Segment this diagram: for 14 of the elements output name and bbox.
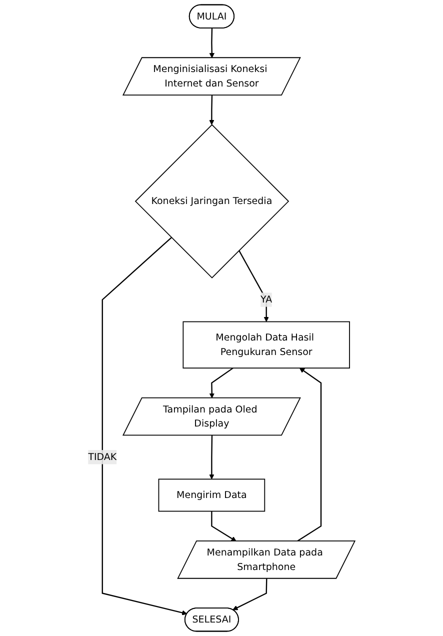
arrow (209, 435, 214, 480)
arrow (232, 578, 268, 610)
arrow (211, 511, 236, 542)
node-diamond: Koneksi Jaringan Tersedia (134, 124, 290, 278)
arrow (296, 368, 322, 542)
arrow (102, 237, 188, 616)
node-box: Mengolah Data Hasil Pengukuran Sensor (182, 321, 350, 368)
arrow (209, 28, 214, 58)
arrow (238, 250, 269, 322)
node-box: Mengirim Data (158, 478, 266, 512)
arrow (209, 95, 214, 125)
edge-label: YA (260, 294, 272, 306)
edge-label: TIDAK (88, 451, 117, 463)
arrow (209, 368, 234, 398)
